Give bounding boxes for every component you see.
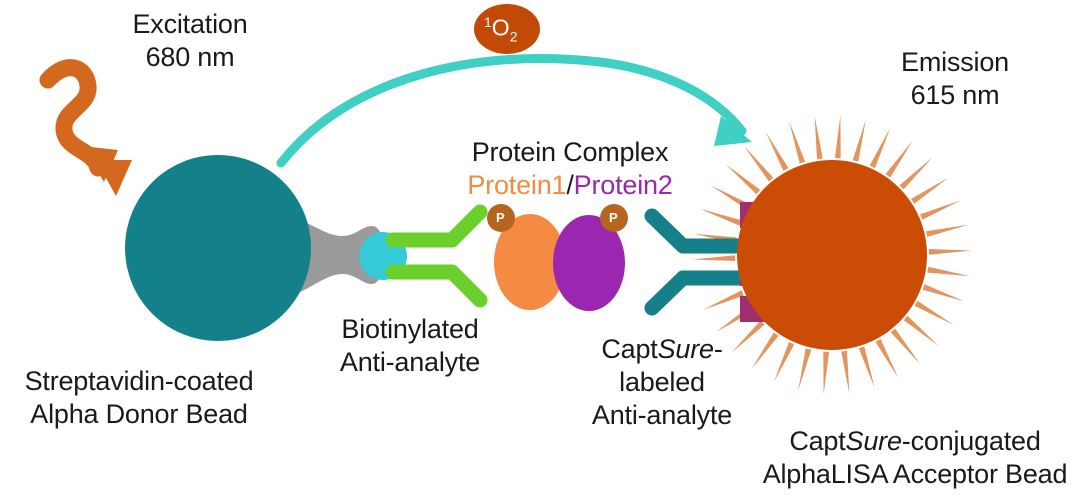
acceptor-bead-ray [920, 200, 961, 220]
acceptor-bead-italic: Sure [845, 426, 902, 456]
acceptor-bead-ray [869, 127, 891, 169]
captsure-antibody-label-line3: Anti-analyte [591, 400, 733, 430]
acceptor-bead-prefix: Capt [789, 426, 846, 456]
acceptor-bead-ray [899, 157, 933, 190]
protein1-ellipse [494, 214, 566, 310]
acceptor-bead-ray [914, 300, 954, 325]
acceptor-bead-ray [798, 348, 812, 391]
biotinylated-antibody-icon [385, 204, 488, 308]
phospho-label-1: P [496, 210, 505, 225]
acceptor-bead-ray [731, 320, 765, 353]
acceptor-bead-label: CaptSure-conjugated AlphaLISA Acceptor B… [752, 425, 1078, 491]
singlet-oxygen-superscript: 1 [484, 14, 492, 30]
captsure-antibody-label: CaptSure- labeled Anti-analyte [562, 333, 762, 432]
acceptor-bead-suffix: -conjugated [901, 426, 1041, 456]
acceptor-bead-ray [765, 131, 789, 171]
emission-label: Emission 615 nm [845, 46, 1065, 112]
acceptor-bead-ray [911, 177, 949, 204]
acceptor-bead-ray [928, 249, 972, 255]
acceptor-bead-ray [858, 346, 875, 389]
acceptor-bead-ray [852, 119, 866, 162]
phospho-site-circle-2 [600, 204, 628, 232]
protein-complex-label: Protein Complex Protein1/Protein2 [410, 136, 730, 202]
donor-bead-label-line2: Alpha Donor Bead [30, 399, 248, 429]
acceptor-bead-ray [814, 116, 823, 160]
excitation-label-line1: Excitation [132, 9, 248, 39]
acceptor-bead-ray [927, 266, 971, 277]
acceptor-bead-rays-icon [692, 115, 972, 395]
acceptor-bead-ray [692, 255, 736, 261]
acceptor-bead-ray [751, 332, 779, 370]
protein2-name: Protein2 [573, 170, 673, 200]
captsure-ab-prefix: Capt [601, 334, 658, 364]
donor-bead-label: Streptavidin-coated Alpha Donor Bead [3, 365, 275, 431]
phospho-label-2: P [609, 210, 618, 225]
protein-complex-title: Protein Complex [471, 137, 669, 167]
acceptor-bead-ray [823, 351, 830, 395]
donor-bead-label-line1: Streptavidin-coated [24, 366, 254, 396]
acceptor-bead-ray [789, 121, 806, 164]
singlet-oxygen-label: 1O2 [484, 14, 517, 44]
captsure-ab-italic: Sure [657, 334, 714, 364]
acceptor-bead-core [737, 160, 927, 350]
acceptor-bead-label-line1: CaptSure-conjugated [752, 425, 1078, 458]
acceptor-bead-ray [885, 140, 913, 178]
acceptor-bead-ray [875, 339, 899, 379]
protein-names-line: Protein1/Protein2 [410, 169, 730, 202]
protein1-name: Protein1 [467, 170, 567, 200]
excitation-label: Excitation 680 nm [80, 8, 300, 74]
acceptor-bead-ray [834, 115, 841, 159]
singlet-oxygen-symbol: O [491, 14, 510, 41]
singlet-oxygen-badge [474, 4, 540, 54]
emission-label-line2: 615 nm [910, 80, 1000, 110]
acceptor-bead-ray [710, 185, 750, 210]
biotinylated-label-line1: Biotinylated [341, 314, 479, 344]
acceptor-bead-ray [903, 315, 939, 346]
singlet-oxygen-subscript: 2 [509, 28, 518, 45]
emission-label-line1: Emission [901, 47, 1009, 77]
biotinylated-label-line2: Anti-analyte [339, 347, 481, 377]
energy-transfer-arrow-icon [276, 54, 752, 168]
biotinylated-antibody-label: Biotinylated Anti-analyte [305, 313, 515, 379]
excitation-label-line2: 680 nm [145, 42, 235, 72]
phospho-site-circle-1 [487, 204, 515, 232]
acceptor-bead-ray [841, 350, 850, 394]
captsure-antibody-icon [644, 208, 750, 316]
protein2-ellipse [553, 215, 625, 311]
acceptor-bead-ray [890, 328, 920, 364]
captsure-ab-suffix: - [713, 334, 723, 364]
acceptor-bead-ray [725, 164, 761, 195]
acceptor-bead-ray [699, 208, 742, 226]
captsure-antibody-label-line2: labeled [619, 367, 705, 397]
streptavidin-shape [286, 214, 384, 298]
acceptor-bead-ray [744, 146, 774, 182]
acceptor-bead-ray [922, 284, 965, 302]
donor-bead-circle [125, 155, 311, 341]
captsure-antibody-label-line1: CaptSure- [562, 333, 762, 366]
acceptor-bead-ray [773, 341, 795, 383]
acceptor-bead-ray [926, 224, 969, 237]
protein-name-separator: / [566, 170, 574, 200]
acceptor-bead-ray [703, 290, 744, 310]
acceptor-bead-label-line2: AlphaLISA Acceptor Bead [762, 459, 1068, 489]
excitation-arrow-icon [39, 59, 132, 196]
